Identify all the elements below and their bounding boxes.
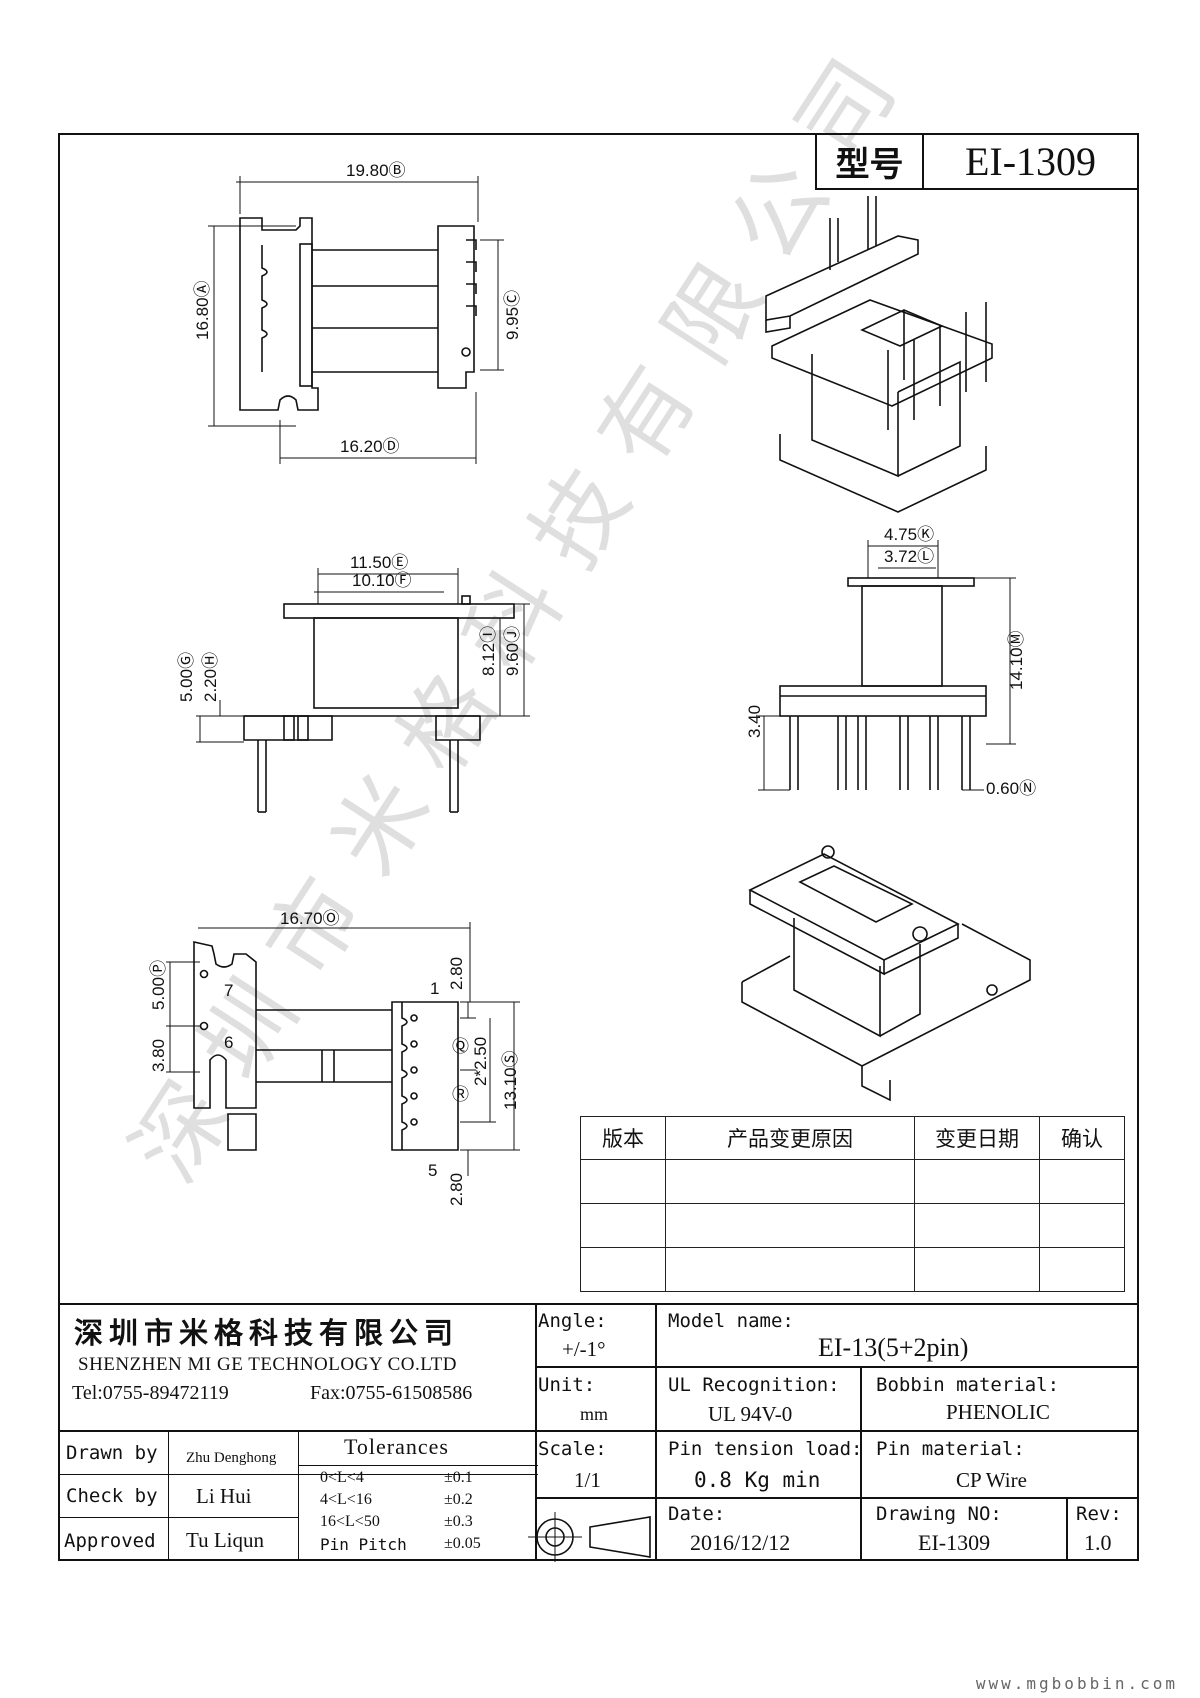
scale-label: Scale: — [538, 1438, 607, 1460]
dim-c: 9.95Ⓒ — [503, 290, 522, 340]
model-value: EI-1309 — [964, 139, 1097, 184]
dim-q: Ⓠ — [452, 1037, 469, 1056]
company-fax: Fax:0755-61508586 — [310, 1382, 473, 1404]
revision-table: 版本 产品变更原因 变更日期 确认 — [580, 1116, 1125, 1292]
dim-d: 16.20Ⓓ — [340, 437, 400, 456]
dim-o: 16.70Ⓞ — [280, 909, 340, 928]
dim-r: Ⓡ — [452, 1085, 469, 1104]
date-label: Date: — [668, 1503, 726, 1525]
tolerance-range-3: 16<L<50 — [320, 1513, 380, 1530]
drawn-by-value: Zhu Denghong — [186, 1450, 277, 1466]
table-row — [580, 1247, 1125, 1292]
rev-col-reason: 产品变更原因 — [665, 1116, 915, 1160]
table-row — [580, 1203, 1125, 1248]
drawn-by-label: Drawn by — [66, 1442, 158, 1464]
top-view — [208, 176, 504, 464]
tolerance-value-4: ±0.05 — [444, 1535, 481, 1552]
dim-b: 19.80Ⓑ — [346, 161, 406, 180]
tolerance-range-1: 0<L<4 — [320, 1469, 364, 1486]
dim-h: 2.20Ⓗ — [201, 652, 220, 702]
footer-url: www.mgbobbin.com — [975, 1674, 1178, 1693]
ul-label: UL Recognition: — [668, 1374, 840, 1396]
side-view — [196, 568, 530, 813]
angle-value: +/-1° — [562, 1337, 606, 1361]
pin-7-label: 7 — [224, 981, 233, 1000]
rev-col-version: 版本 — [580, 1116, 666, 1160]
dim-pitch: 2*2.50 — [471, 1037, 490, 1086]
tolerance-value-3: ±0.3 — [444, 1513, 473, 1530]
date-value: 2016/12/12 — [690, 1530, 791, 1555]
dim-q-bot: 2.80 — [447, 1173, 466, 1206]
approved-value: Tu Liqun — [186, 1528, 265, 1552]
pin-material-value: CP Wire — [956, 1468, 1027, 1492]
isometric-view-bottom — [741, 845, 1031, 1102]
bobbin-material-label: Bobbin material: — [876, 1374, 1060, 1396]
company-name-en: SHENZHEN MI GE TECHNOLOGY CO.LTD — [78, 1354, 457, 1375]
dim-n: 0.60Ⓝ — [986, 779, 1036, 798]
tolerance-range-2: 4<L<16 — [320, 1491, 372, 1508]
bobbin-material-value: PHENOLIC — [946, 1400, 1050, 1424]
revision-table-header: 版本 产品变更原因 变更日期 确认 — [580, 1116, 1125, 1160]
rev-value: 1.0 — [1084, 1530, 1112, 1555]
pin-5-label: 5 — [428, 1161, 437, 1180]
unit-value: mm — [580, 1404, 609, 1424]
dim-h2: 3.40 — [745, 705, 764, 738]
model-label: 型号 — [817, 135, 924, 188]
check-by-value: Li Hui — [196, 1484, 252, 1508]
rev-col-confirm: 确认 — [1039, 1116, 1125, 1160]
dim-i: 8.12Ⓘ — [479, 626, 498, 676]
model-name-value: EI-13(5+2pin) — [818, 1333, 969, 1362]
pin-tension-label: Pin tension load: — [668, 1438, 863, 1460]
tolerances-label: Tolerances — [344, 1434, 449, 1459]
dim-p: 5.00Ⓟ — [149, 960, 168, 1010]
table-row — [580, 1159, 1125, 1204]
pin-tension-value: 0.8 Kg min — [694, 1468, 821, 1492]
unit-label: Unit: — [538, 1374, 596, 1396]
end-view — [758, 540, 1016, 791]
bottom-view — [166, 922, 520, 1176]
dim-j: 9.60Ⓙ — [503, 626, 522, 676]
rev-label: Rev: — [1076, 1503, 1122, 1525]
dim-k: 4.75Ⓚ — [884, 525, 934, 544]
projection-symbol — [528, 1512, 651, 1562]
pin-1-label: 1 — [430, 979, 439, 998]
rev-col-date: 变更日期 — [914, 1116, 1040, 1160]
check-by-label: Check by — [66, 1485, 158, 1507]
approved-label: Approved — [64, 1530, 156, 1552]
tolerance-value-2: ±0.2 — [444, 1491, 473, 1508]
pin-material-label: Pin material: — [876, 1438, 1025, 1460]
dim-m: 14.10Ⓜ — [1007, 630, 1026, 690]
dim-e: 11.50Ⓔ — [350, 553, 408, 572]
model-name-label: Model name: — [668, 1310, 794, 1332]
angle-label: Angle: — [538, 1310, 607, 1332]
dim-f: 10.10Ⓕ — [352, 571, 412, 590]
dim-g: 5.00Ⓖ — [177, 652, 196, 702]
scale-value: 1/1 — [574, 1468, 601, 1492]
company-tel: Tel:0755-89472119 — [72, 1382, 229, 1404]
dim-a: 16.80Ⓐ — [193, 280, 212, 340]
drawing-no-value: EI-1309 — [918, 1530, 991, 1555]
ul-value: UL 94V-0 — [708, 1402, 793, 1426]
pin-6-label: 6 — [224, 1033, 233, 1052]
tolerance-value-1: ±0.1 — [444, 1469, 473, 1486]
dim-q-top: 2.80 — [447, 957, 466, 990]
drawing-no-label: Drawing NO: — [876, 1503, 1002, 1525]
dim-p2: 3.80 — [149, 1039, 168, 1072]
model-number-box: 型号 EI-1309 — [815, 133, 1139, 190]
isometric-view-top — [765, 196, 993, 513]
drawing-frame — [58, 133, 1139, 1561]
dim-l: 3.72Ⓛ — [884, 547, 934, 566]
dim-s: 13.10Ⓢ — [501, 1050, 520, 1110]
dimension-labels: 19.80Ⓑ 16.80Ⓐ 9.95Ⓒ 16.20Ⓓ 11.50Ⓔ 10.10Ⓕ… — [149, 161, 1036, 1206]
tolerance-range-4: Pin Pitch — [320, 1535, 407, 1554]
company-name-cn: 深圳市米格科技有限公司 — [74, 1316, 460, 1350]
